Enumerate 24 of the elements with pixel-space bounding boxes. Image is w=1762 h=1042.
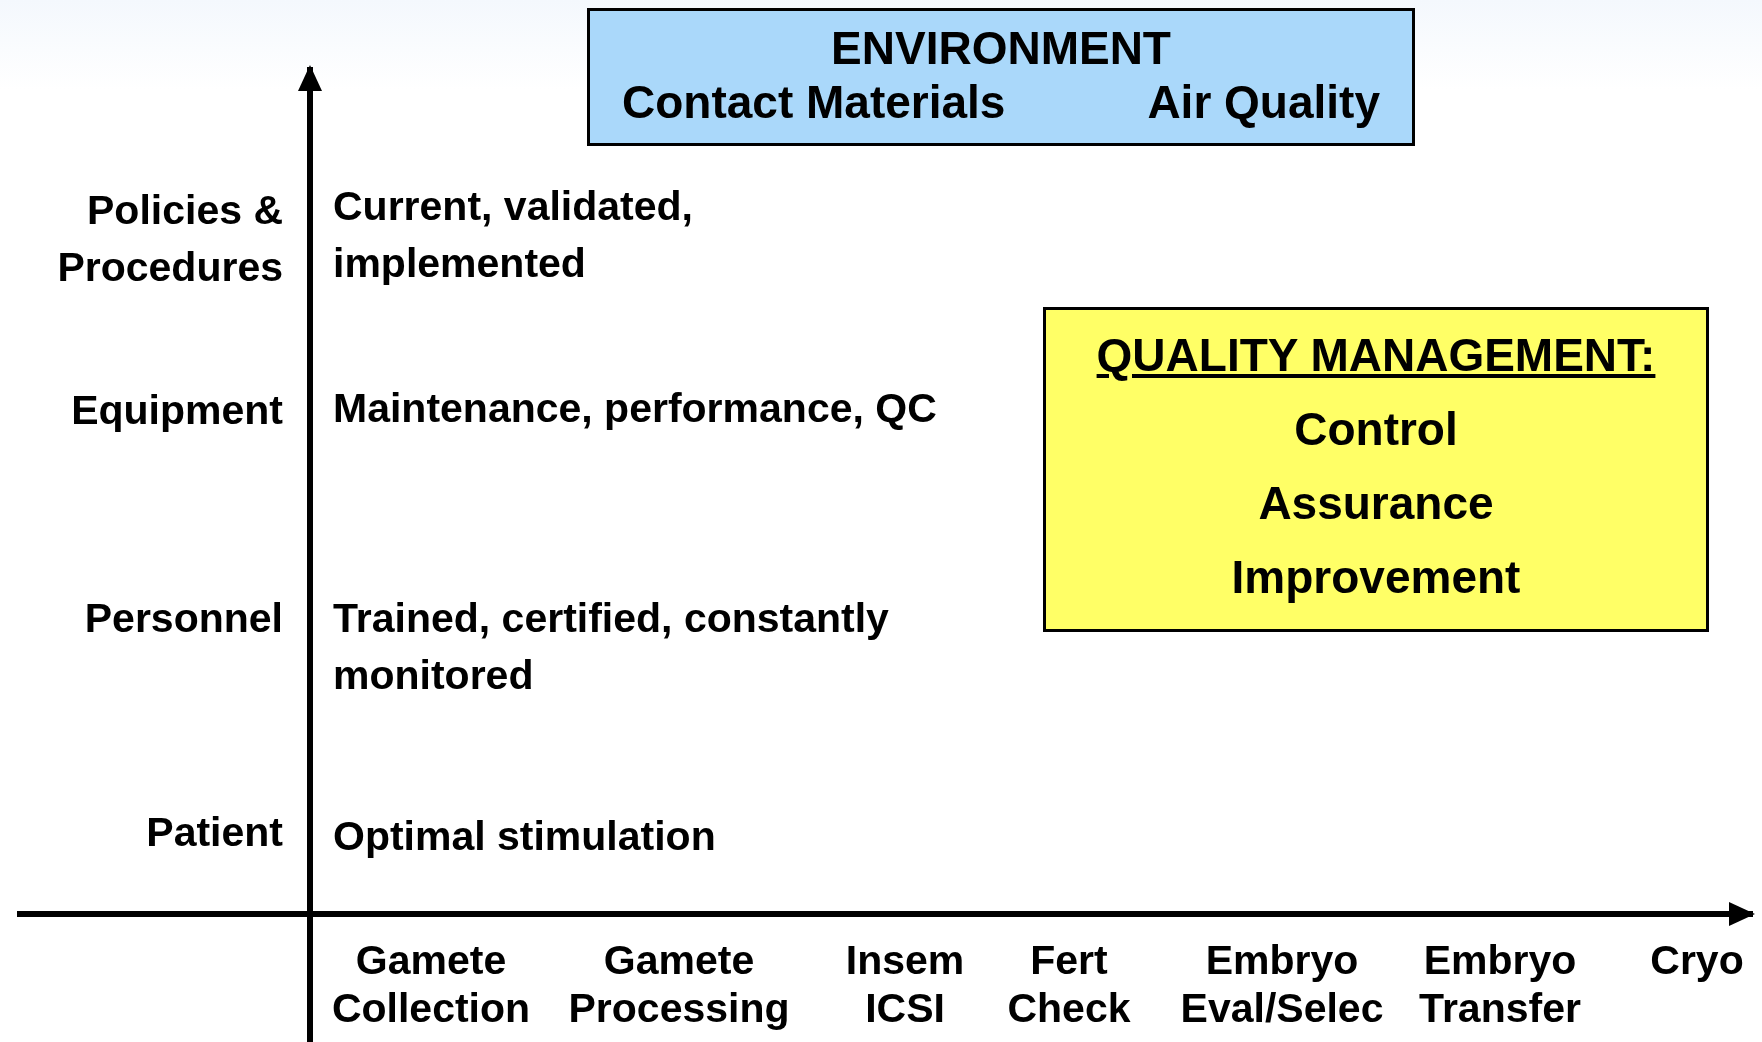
category-label: Gamete Processing xyxy=(568,936,790,1032)
description-text: Trained, certified, constantly monitored xyxy=(333,594,890,700)
quality-management-box xyxy=(1043,307,1709,632)
box-text: Contact Materials xyxy=(622,75,1006,129)
category-label: Insem ICSI xyxy=(845,936,965,1032)
box-text: Control xyxy=(1293,402,1459,456)
category-label: Gamete Collection xyxy=(331,936,531,1032)
axis-label: Personnel xyxy=(83,594,283,643)
axis-label: Patient xyxy=(145,808,283,857)
environment-box xyxy=(587,8,1415,146)
category-label: Cryo xyxy=(1650,936,1744,984)
axis-label: Equipment xyxy=(70,386,283,435)
axis-label: Policies & Procedures xyxy=(56,186,283,292)
category-label: Fert Check xyxy=(1007,936,1131,1032)
category-label: Embryo Eval/Selec xyxy=(1180,936,1384,1032)
description-text: Optimal stimulation xyxy=(333,812,717,861)
box-text: Air Quality xyxy=(1147,75,1380,129)
box-text: Assurance xyxy=(1257,476,1495,530)
category-label: Embryo Transfer xyxy=(1419,936,1581,1032)
box-text: Improvement xyxy=(1230,550,1522,604)
box-heading: ENVIRONMENT xyxy=(830,21,1172,75)
description-text: Current, validated, implemented xyxy=(333,182,694,288)
box-heading: QUALITY MANAGEMENT: xyxy=(1095,328,1657,382)
description-text: Maintenance, performance, QC xyxy=(333,384,938,433)
